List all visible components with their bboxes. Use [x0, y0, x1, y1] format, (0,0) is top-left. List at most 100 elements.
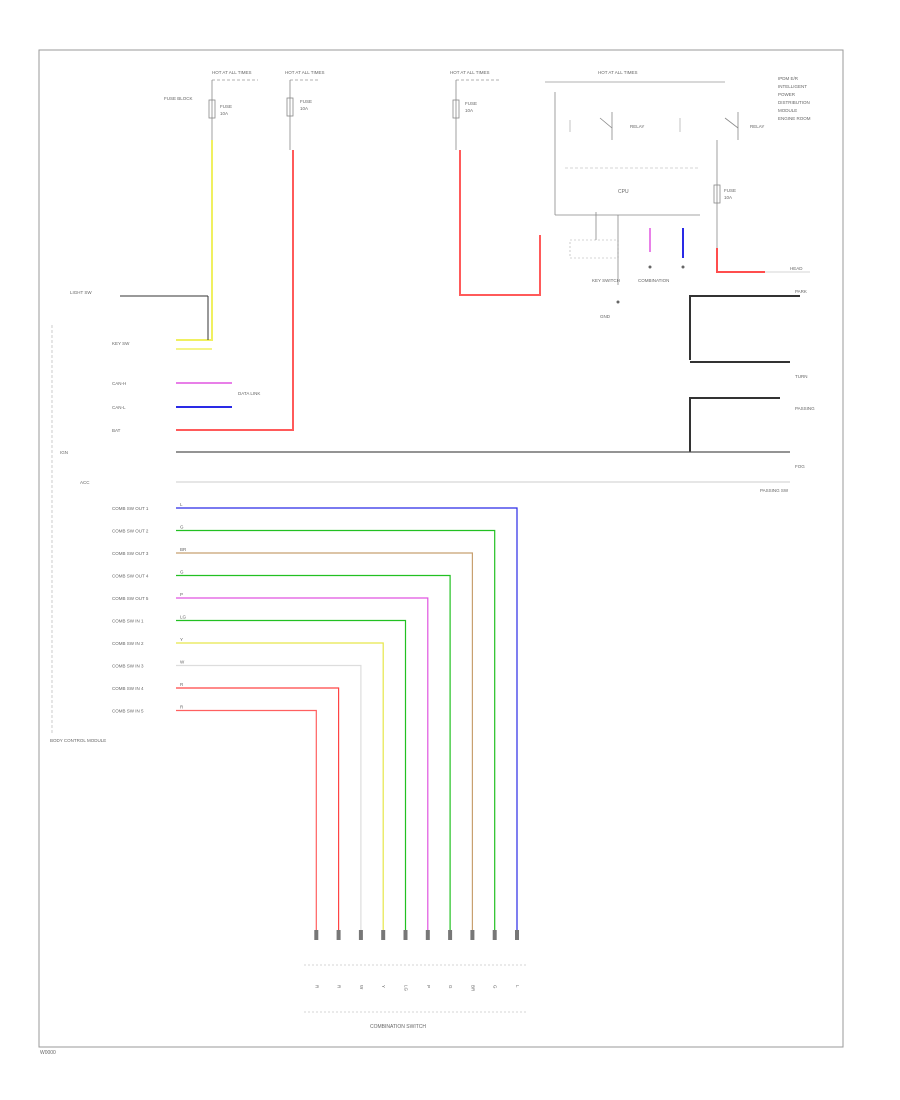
power-source-4-label: HOT AT ALL TIMES	[598, 70, 638, 75]
combo-switch-pin-5	[425, 930, 430, 940]
combo-row-color-5: P	[180, 592, 183, 597]
combo-switch-pin-10	[314, 930, 319, 940]
power-source-3: HOT AT ALL TIMES FUSE 10A	[450, 70, 500, 150]
combo-row-color-1: L	[180, 502, 183, 507]
combo-wire-10	[176, 709, 317, 930]
ipdm-cpu-label: CPU	[618, 189, 629, 195]
combo-light-label: COMBINATION	[638, 278, 669, 283]
combo-switch-pin-4	[448, 930, 453, 940]
combo-switch-pin-label-9: R	[337, 985, 342, 989]
combo-row-label-6: COMB SW IN 1	[112, 619, 144, 624]
combo-row-label-8: COMB SW IN 3	[112, 664, 144, 669]
right-outputs: HEAD PARK TURN PASSING FOG PASSING SW	[176, 248, 815, 493]
combo-wire-7	[176, 642, 384, 930]
combo-wire-5	[176, 597, 429, 930]
diagram-frame	[38, 49, 844, 1048]
fuse-3-rating: 10A	[465, 108, 473, 113]
left-connectors: LIGHT SW KEY SW CAN-H CAN-L BAT IGN ACC	[60, 290, 130, 485]
combo-switch-pin-label-1: L	[515, 985, 520, 988]
combination-switch-label: COMBINATION SWITCH	[370, 1024, 426, 1030]
combo-row-label-9: COMB SW IN 4	[112, 686, 144, 691]
ipdm-text-3: DISTRIBUTION	[778, 100, 810, 105]
left-conn-5-label: BAT	[112, 428, 121, 433]
combo-row-color-6: LG	[180, 615, 187, 620]
ipdm-text-5: ENGINE ROOM	[778, 116, 811, 121]
combo-switch-pin-7	[381, 930, 386, 940]
combo-row-color-7: Y	[180, 637, 183, 642]
combo-switch-pin-1	[515, 930, 519, 940]
fuse-1-sub: FUSE BLOCK	[164, 96, 193, 101]
combo-switch-pin-label-8: W	[359, 985, 364, 990]
yellow-wire	[176, 140, 213, 341]
combo-switch-wires: COMB SW OUT 1 L L COMB SW OUT 2 G G COMB SW OU…	[112, 502, 520, 992]
combo-wire-3	[176, 552, 473, 930]
fuse-3-icon	[452, 99, 460, 119]
combo-row-label-4: COMB SW OUT 4	[112, 574, 149, 579]
combo-switch-pin-label-7: Y	[381, 985, 386, 988]
bcm-label: BODY CONTROL MODULE	[50, 738, 106, 743]
combo-row-label-1: COMB SW OUT 1	[112, 506, 149, 511]
combo-row-color-9: R	[180, 682, 184, 687]
combo-wire-6	[176, 619, 407, 930]
fuse-1-icon	[208, 99, 216, 119]
left-conn-7-label: ACC	[80, 480, 90, 485]
fuse-2-label: FUSE	[300, 99, 312, 104]
combo-row-color-2: G	[180, 525, 184, 530]
power-source-2: HOT AT ALL TIMES FUSE 10A	[285, 70, 325, 150]
fuse-1-label: FUSE	[220, 104, 232, 109]
key-switch-label: KEY SWITCH	[592, 278, 620, 283]
combo-row-label-10: COMB SW IN 5	[112, 709, 144, 714]
fuse-4-rating: 10A	[724, 195, 732, 200]
relay-1-label: RELAY	[630, 124, 644, 129]
ipdm-text-2: POWER	[778, 92, 796, 97]
combo-wire-9	[176, 687, 340, 930]
ipdm-ground-label: GND	[600, 314, 611, 319]
ipdm-text-1: INTELLIGENT	[778, 84, 807, 89]
left-conn-2-label: KEY SW	[112, 341, 130, 346]
combo-row-color-10: R	[180, 705, 184, 710]
combo-switch-pin-6	[403, 930, 408, 940]
fuse-2-icon	[286, 97, 294, 117]
left-conn-1-label: LIGHT SW	[70, 290, 92, 295]
fuse-4-label: FUSE	[724, 188, 736, 193]
combo-row-color-4: G	[180, 570, 184, 575]
ipdm-block: HOT AT ALL TIMES RELAY RELAY FUSE 10A CP…	[545, 70, 811, 319]
left-conn-4-label: CAN-L	[112, 405, 126, 410]
fuse-2-rating: 10A	[300, 106, 308, 111]
combo-wire-4	[176, 574, 451, 930]
combo-row-label-3: COMB SW OUT 3	[112, 551, 149, 556]
combo-row-color-3: BR	[180, 547, 187, 552]
combo-switch-pin-label-6: LG	[404, 985, 409, 992]
ipdm-text-4: MODULE	[778, 108, 797, 113]
power-source-1: HOT AT ALL TIMES FUSE 10A FUSE BLOCK	[164, 70, 258, 140]
ipdm-text-0: IPDM E/R	[778, 76, 799, 81]
left-conn-6-label: IGN	[60, 450, 68, 455]
relay-2-label: RELAY	[750, 124, 764, 129]
combo-wire-2	[176, 529, 496, 930]
can-term-label: DATA LINK	[238, 391, 260, 396]
combo-switch-pin-8	[358, 930, 363, 940]
power-source-2-label: HOT AT ALL TIMES	[285, 70, 325, 75]
right-label-5: FOG	[795, 464, 805, 469]
footer-code: W0000	[40, 1050, 56, 1056]
combo-switch-pin-label-2: G	[493, 985, 498, 989]
right-label-2: PARK	[795, 289, 807, 294]
fuse-3-label: FUSE	[465, 101, 477, 106]
combo-row-color-8: W	[180, 660, 185, 665]
red-wire-bat	[176, 150, 294, 431]
left-conn-3-label: CAN-H	[112, 381, 126, 386]
combo-switch-pin-3	[470, 930, 475, 940]
power-source-1-label: HOT AT ALL TIMES	[212, 70, 252, 75]
combo-wire-8	[176, 664, 362, 930]
combo-switch-pin-label-3: BR	[470, 985, 475, 992]
combo-switch-pin-2	[492, 930, 497, 940]
right-label-6: PASSING SW	[760, 488, 789, 493]
right-label-4: PASSING	[795, 406, 815, 411]
right-label-3: TURN	[795, 374, 808, 379]
power-source-3-label: HOT AT ALL TIMES	[450, 70, 490, 75]
combo-row-label-2: COMB SW OUT 2	[112, 529, 149, 534]
combo-switch-pin-label-10: R	[314, 985, 319, 989]
combo-switch-pin-label-4: G	[448, 985, 453, 989]
fuse-4-icon	[713, 184, 721, 204]
